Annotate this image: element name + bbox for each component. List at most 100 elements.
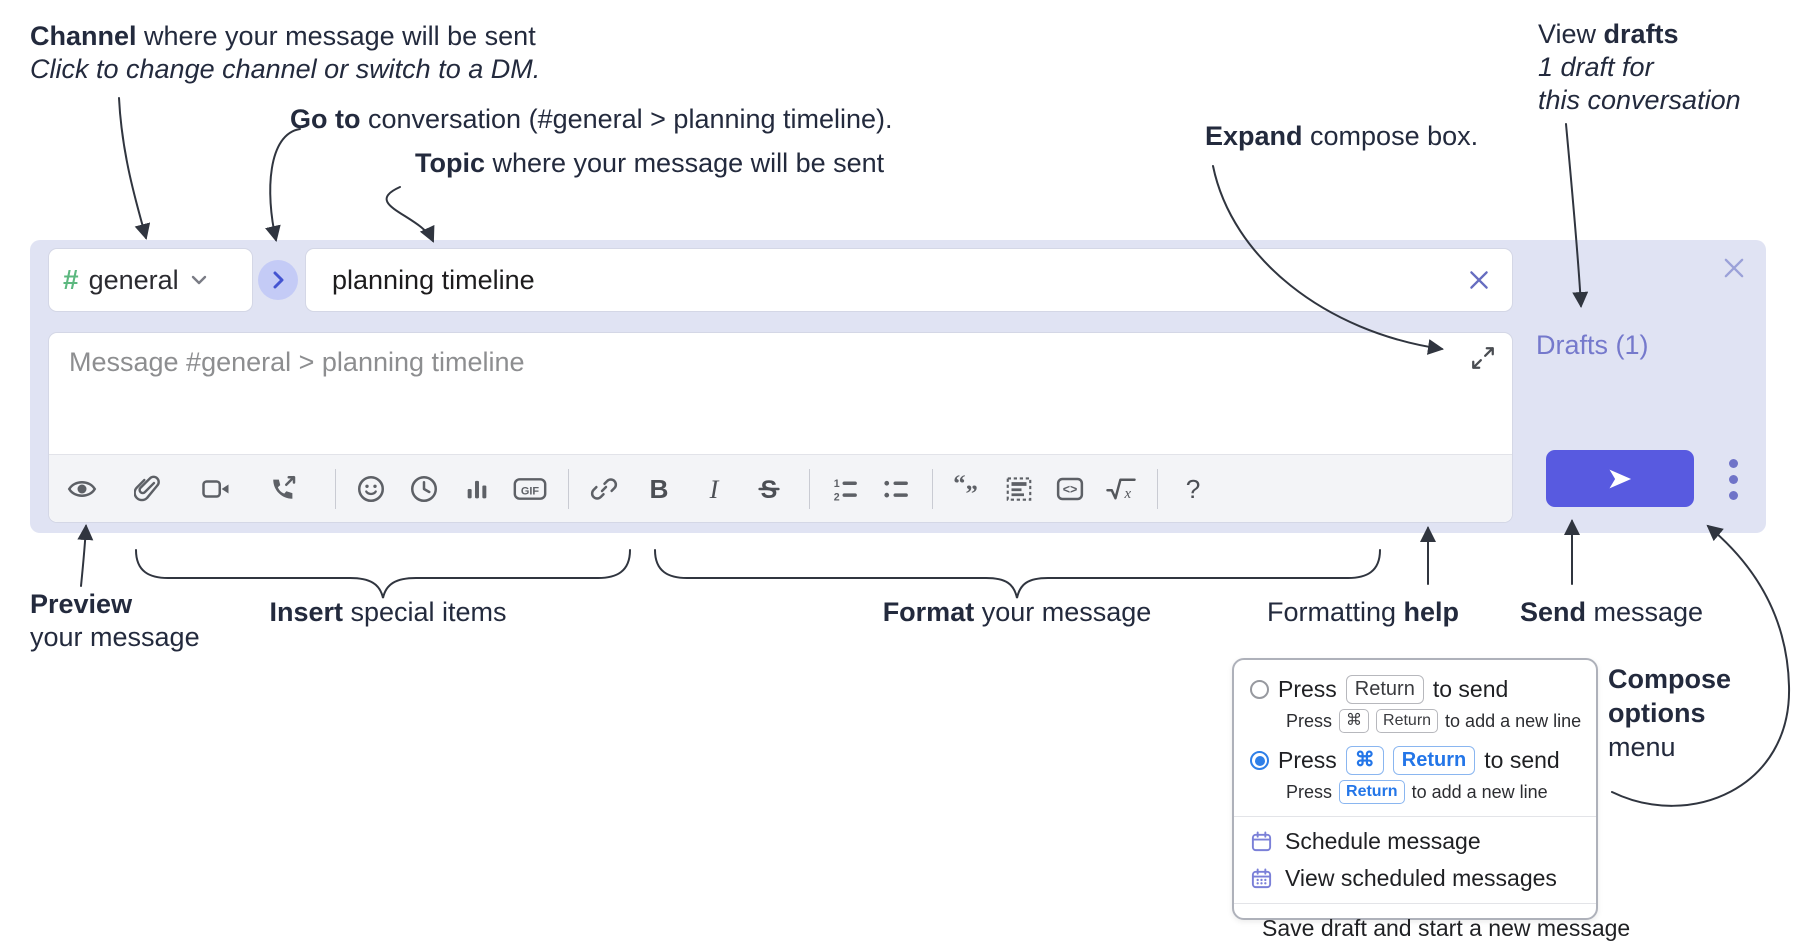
formatting-help-callout: Formatting help xyxy=(1267,597,1460,627)
message-placeholder: Message #general > planning timeline xyxy=(69,347,525,377)
menu-item-schedule-message[interactable]: Schedule message xyxy=(1234,823,1596,860)
svg-text:GIF: GIF xyxy=(520,485,539,497)
svg-text:?: ? xyxy=(1185,474,1200,504)
emoji-smile-icon xyxy=(357,475,384,502)
channel-callout-rest: where your message will be sent xyxy=(136,21,536,51)
svg-text:I: I xyxy=(708,474,719,503)
svg-text:x: x xyxy=(1123,486,1131,502)
clock-icon xyxy=(410,475,437,502)
strikethrough-icon: S xyxy=(757,475,780,503)
topic-input[interactable]: planning timeline xyxy=(305,248,1513,312)
video-camera-icon xyxy=(201,479,228,498)
menu-divider xyxy=(1234,903,1596,904)
poll-button[interactable] xyxy=(458,467,495,511)
video-clip-button[interactable] xyxy=(197,467,234,511)
formatting-help-button[interactable]: ? xyxy=(1174,467,1211,511)
channel-callout: Channel where your message will be sent … xyxy=(30,20,540,86)
italic-icon: I xyxy=(708,474,719,503)
toolbar-group-format-b: “” <> x xyxy=(949,467,1153,511)
toolbar-divider xyxy=(1157,468,1158,509)
compose-options-button[interactable] xyxy=(1716,452,1750,506)
bar-chart-icon xyxy=(467,480,486,498)
send-plane-icon xyxy=(1609,469,1632,488)
link-button[interactable] xyxy=(585,467,622,511)
expand-compose-button[interactable] xyxy=(1468,343,1498,373)
send-callout: Send message xyxy=(1520,597,1704,627)
close-compose-button[interactable] xyxy=(1718,252,1750,284)
preview-callout: Preview your message xyxy=(30,589,200,652)
clear-topic-icon[interactable] xyxy=(1466,267,1492,293)
toolbar-divider xyxy=(568,468,569,509)
kbd-return: Return xyxy=(1392,746,1476,775)
toolbar-group-insert-a xyxy=(63,467,331,511)
bold-button[interactable]: B xyxy=(640,467,677,511)
view-drafts-callout: View drafts 1 draft for this conversatio… xyxy=(1538,19,1741,115)
message-editor[interactable]: Message #general > planning timeline xyxy=(48,332,1513,523)
blockquote-button[interactable]: “” xyxy=(949,467,986,511)
code-button[interactable]: <> xyxy=(1051,467,1088,511)
menu-item-view-scheduled[interactable]: View scheduled messages xyxy=(1234,860,1596,897)
code-block-icon xyxy=(1006,476,1031,501)
preview-arrow xyxy=(77,524,94,587)
toolbar-divider xyxy=(809,468,810,509)
bold-icon: B xyxy=(649,474,668,504)
strikethrough-button[interactable]: S xyxy=(750,467,787,511)
channel-selector[interactable]: # general xyxy=(48,248,253,312)
bullet-list-button[interactable] xyxy=(877,467,914,511)
svg-text:2: 2 xyxy=(833,491,839,503)
svg-text:B: B xyxy=(649,474,668,504)
insert-brace xyxy=(135,549,631,599)
channel-callout-line2: Click to change channel or switch to a D… xyxy=(30,54,541,84)
compose-box-panel: # general planning timeline Message #gen… xyxy=(30,240,1766,533)
chevron-down-icon xyxy=(191,275,206,285)
svg-text:“: “ xyxy=(953,474,965,497)
channel-hash-icon: # xyxy=(63,264,79,295)
italic-button[interactable]: I xyxy=(695,467,732,511)
code-icon: <> xyxy=(1056,477,1083,500)
question-mark-icon: ? xyxy=(1185,474,1200,504)
radio-selected-icon[interactable] xyxy=(1250,751,1269,770)
svg-text:”: ” xyxy=(965,480,977,504)
emoji-button[interactable] xyxy=(352,467,389,511)
svg-text:1: 1 xyxy=(833,478,839,490)
code-block-button[interactable] xyxy=(1000,467,1037,511)
preview-button[interactable] xyxy=(63,467,100,511)
recent-button[interactable] xyxy=(405,467,442,511)
menu-divider xyxy=(1234,816,1596,817)
kebab-dot xyxy=(1728,474,1738,484)
kbd-return: Return xyxy=(1339,780,1405,804)
kbd-cmd: ⌘ xyxy=(1345,746,1384,775)
toolbar-divider xyxy=(932,468,933,509)
kbd-return: Return xyxy=(1376,709,1439,733)
channel-callout-bold: Channel xyxy=(30,21,137,51)
chevron-right-icon xyxy=(273,271,284,289)
channel-name: general xyxy=(88,264,179,295)
expand-callout: Expand compose box. xyxy=(1205,121,1479,151)
menu-option-return-to-send[interactable]: Press Return to send xyxy=(1234,672,1596,707)
goto-callout: Go to conversation (#general > planning … xyxy=(290,104,893,134)
radio-unselected-icon[interactable] xyxy=(1250,680,1269,699)
formatting-toolbar: GIF B I S xyxy=(49,454,1512,522)
go-to-conversation-button[interactable] xyxy=(258,260,298,300)
format-brace xyxy=(654,549,1381,599)
close-icon xyxy=(1724,258,1744,278)
paperclip-icon xyxy=(134,475,160,502)
attach-file-button[interactable] xyxy=(130,467,167,511)
format-callout: Format your message xyxy=(882,597,1152,627)
compose-options-callout: Compose options menu xyxy=(1608,664,1732,762)
topic-callout: Topic where your message will be sent xyxy=(415,148,885,178)
blockquote-icon: “” xyxy=(953,474,978,504)
menu-item-save-draft[interactable]: Save draft and start a new message xyxy=(1234,910,1630,944)
kebab-dot xyxy=(1728,458,1738,468)
formula-button[interactable]: x xyxy=(1102,467,1139,511)
gif-button[interactable]: GIF xyxy=(511,467,548,511)
bullet-list-icon xyxy=(883,480,908,497)
ordered-list-icon: 12 xyxy=(833,478,857,503)
menu-option-cmd-return-to-send[interactable]: Press ⌘ Return to send xyxy=(1234,743,1596,778)
send-button[interactable] xyxy=(1546,450,1694,507)
topic-value: planning timeline xyxy=(332,264,535,295)
audio-call-button[interactable] xyxy=(264,467,301,511)
drafts-link[interactable]: Drafts (1) xyxy=(1536,330,1649,360)
